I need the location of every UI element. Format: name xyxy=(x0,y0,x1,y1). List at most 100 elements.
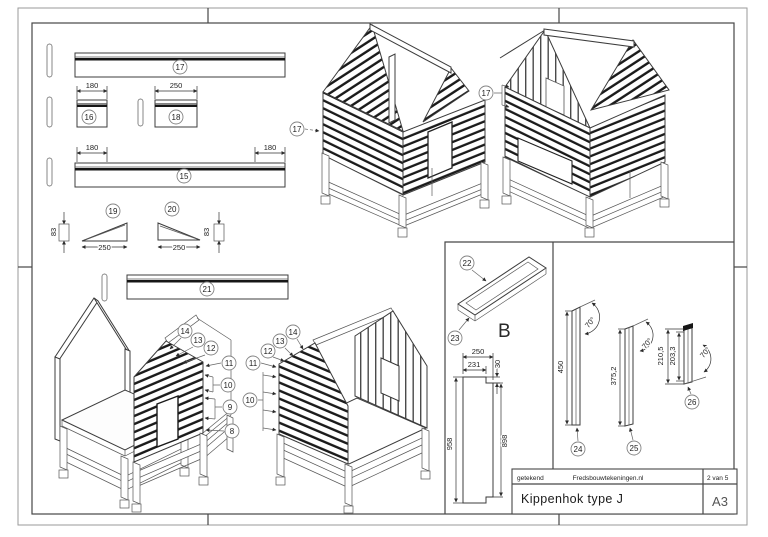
part-16-plank: 180 16 xyxy=(76,80,108,128)
callout-18-label: 18 xyxy=(172,113,181,122)
callout-21-label: 21 xyxy=(203,285,212,294)
part-20-wedge: 20 250 83 xyxy=(157,201,225,253)
callout-11-label: 11 xyxy=(225,359,234,368)
callout-26 xyxy=(684,394,700,410)
callout-19-label: 19 xyxy=(109,207,118,216)
callout-9 xyxy=(222,399,238,415)
callout-23-label: 23 xyxy=(451,334,460,343)
gable-post-left xyxy=(54,356,61,442)
callout-10-label: 10 xyxy=(224,381,233,390)
tray-drawing: 22 23 B xyxy=(447,255,547,346)
callout-17-label: 17 xyxy=(482,89,491,98)
brand-label: Fredsbouwtekeningen.nl xyxy=(573,475,644,482)
dim-83: 83 xyxy=(202,228,211,236)
callout-15-label: 15 xyxy=(180,172,189,181)
callout-8-label: 8 xyxy=(230,427,235,436)
nest-opening xyxy=(517,137,573,185)
callout-16-label: 16 xyxy=(85,113,94,122)
callout-20 xyxy=(164,201,180,217)
dim-450: 450 xyxy=(556,361,565,374)
callout-10 xyxy=(242,392,258,408)
iso-view-front-wall: 14 13 12 11 10 9 8 xyxy=(131,314,240,513)
dim-180-right: 180 xyxy=(264,143,277,152)
callout-12 xyxy=(203,340,219,356)
callout-18 xyxy=(168,109,184,125)
part-18-plank: 250 18 xyxy=(154,80,198,128)
dim-70deg: 70° xyxy=(583,315,597,329)
dim-250: 250 xyxy=(170,81,183,90)
callout-24 xyxy=(570,441,586,457)
detail-box-border xyxy=(444,241,734,514)
plank-edge-profile xyxy=(137,98,144,127)
plank-edge-profile xyxy=(46,96,53,128)
detail-letter-b: B xyxy=(498,321,511,342)
back-wall-callouts: 14 13 12 11 10 xyxy=(242,324,304,432)
dim-958: 958 xyxy=(445,438,454,451)
callout-10 xyxy=(220,377,236,393)
callout-25-label: 25 xyxy=(630,444,639,453)
panel-drawing: 250 231 30 958 898 xyxy=(444,346,510,504)
part-17-plank: 17 xyxy=(74,52,286,78)
callout-14-label: 14 xyxy=(289,328,298,337)
sheet-frame xyxy=(17,7,748,526)
dim-180: 180 xyxy=(86,81,99,90)
part-20-edge-profile xyxy=(213,223,225,242)
sheet-number: 2 van 5 xyxy=(707,475,729,482)
callout-13-label: 13 xyxy=(194,336,203,345)
dim-250-base: 250 xyxy=(98,243,111,252)
wall-right xyxy=(589,94,666,198)
flat-parts: 17 180 16 250 18 xyxy=(46,43,289,302)
callout-26-label: 26 xyxy=(688,398,697,407)
inner-frame xyxy=(31,22,735,515)
plank-edge-profile xyxy=(101,273,108,302)
part-19-wedge: 19 250 83 xyxy=(48,203,128,253)
callout-20-label: 20 xyxy=(168,205,177,214)
callout-19 xyxy=(105,203,121,219)
callout-17 xyxy=(289,121,305,137)
door-opening xyxy=(156,394,179,449)
dim-70deg: 70° xyxy=(698,345,712,359)
dim-231: 231 xyxy=(468,360,481,369)
window-opening xyxy=(380,357,400,402)
callout-8 xyxy=(224,423,240,439)
callout-12-label: 12 xyxy=(207,344,216,353)
planked-gable-wall xyxy=(278,342,349,465)
dim-898: 898 xyxy=(500,435,509,448)
base-frame xyxy=(320,152,490,238)
ridge-beam xyxy=(543,28,635,48)
part-19-edge-profile xyxy=(58,223,70,242)
rear-gable-outline xyxy=(196,317,232,439)
front-wall-callouts: 14 13 12 11 10 9 8 xyxy=(169,323,240,439)
callout-22 xyxy=(459,255,475,271)
gable-right xyxy=(422,67,470,123)
callout-13 xyxy=(190,332,206,348)
callout-22-label: 22 xyxy=(463,259,472,268)
callout-17 xyxy=(172,59,188,75)
dim-30: 30 xyxy=(493,360,502,368)
callout-17-label: 17 xyxy=(176,63,185,72)
callout-14 xyxy=(177,323,193,339)
callout-16 xyxy=(81,109,97,125)
callout-11 xyxy=(245,355,261,371)
callout-25 xyxy=(626,440,642,456)
drawn-label: getekend xyxy=(517,475,544,482)
plank-edge-profile xyxy=(46,43,53,78)
dim-180-left: 180 xyxy=(86,143,99,152)
plank-edge-profile xyxy=(46,157,53,187)
callout-17 xyxy=(478,85,494,101)
callout-14 xyxy=(285,324,301,340)
iso-view-back-wall: 14 13 12 11 10 xyxy=(242,307,431,514)
title-block: getekend Fredsbouwtekeningen.nl 2 van 5 … xyxy=(511,468,738,515)
ridge-post xyxy=(388,53,396,124)
callout-9-label: 9 xyxy=(228,403,233,412)
callout-10-label: 10 xyxy=(246,396,255,405)
base-frame xyxy=(275,427,431,514)
dim-210-5: 210,5 xyxy=(656,347,665,366)
callout-12-label: 12 xyxy=(264,347,273,356)
dim-250-base: 250 xyxy=(173,243,186,252)
bar-26-drawing: 210,5 203,3 70° 26 xyxy=(655,323,713,410)
part-15-plank: 180 180 15 xyxy=(74,142,286,188)
dim-203-3: 203,3 xyxy=(668,347,677,366)
